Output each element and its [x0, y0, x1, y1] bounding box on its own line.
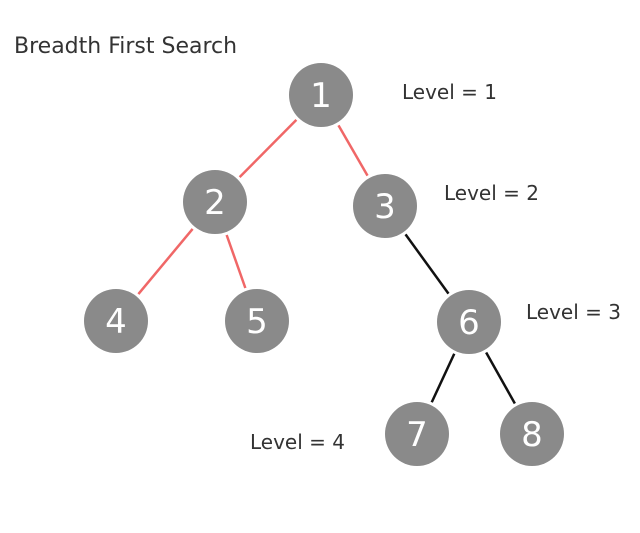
level-label-2: Level = 2 [444, 181, 539, 205]
node-5: 5 [225, 289, 289, 353]
node-label-7: 7 [406, 415, 428, 455]
node-circle-2 [183, 170, 247, 234]
node-circle-7 [385, 402, 449, 466]
node-label-4: 4 [105, 302, 127, 342]
level-label-3: Level = 3 [526, 300, 621, 324]
edges-layer [137, 118, 516, 405]
node-label-3: 3 [374, 187, 396, 227]
node-7: 7 [385, 402, 449, 466]
node-1: 1 [289, 63, 353, 127]
node-label-5: 5 [246, 302, 268, 342]
node-circle-4 [84, 289, 148, 353]
edge-1-3 [337, 124, 369, 177]
node-8: 8 [500, 402, 564, 466]
node-circle-5 [225, 289, 289, 353]
node-label-2: 2 [204, 183, 226, 223]
level-label-4: Level = 4 [250, 430, 345, 454]
edge-1-2 [238, 118, 298, 179]
node-label-1: 1 [310, 76, 332, 116]
node-label-8: 8 [521, 415, 543, 455]
node-6: 6 [437, 290, 501, 354]
node-2: 2 [183, 170, 247, 234]
edge-2-5 [225, 234, 247, 289]
node-circle-1 [289, 63, 353, 127]
edge-6-7 [430, 353, 456, 403]
node-label-6: 6 [458, 303, 480, 343]
node-circle-8 [500, 402, 564, 466]
node-circle-6 [437, 290, 501, 354]
nodes-layer: 1 2 3 4 5 6 7 8 [84, 63, 564, 466]
edge-6-8 [485, 351, 516, 405]
edge-3-6 [404, 233, 450, 295]
diagram-title: Breadth First Search [14, 34, 238, 59]
edge-2-4 [137, 228, 194, 295]
node-3: 3 [353, 174, 417, 238]
level-label-1: Level = 1 [402, 80, 497, 104]
node-circle-3 [353, 174, 417, 238]
node-4: 4 [84, 289, 148, 353]
